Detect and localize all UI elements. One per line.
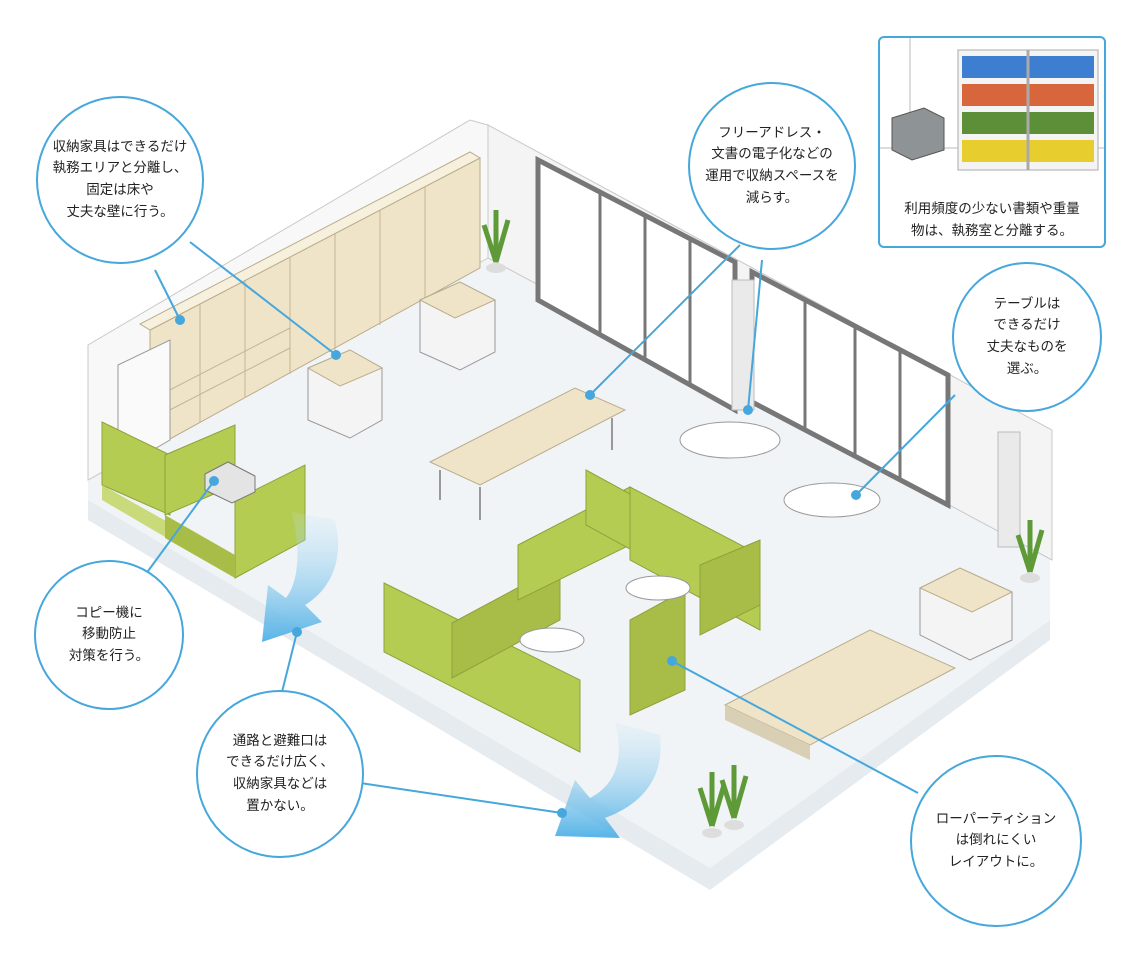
plant-1: [481, 210, 511, 273]
callout-storage: 収納家具はできるだけ 執務エリアと分離し、 固定は床や 丈夫な壁に行う。: [36, 96, 204, 264]
pillar-2: [997, 431, 1021, 548]
copier-area: [101, 421, 306, 579]
plant-3: [697, 772, 727, 838]
archive-illustration: [880, 38, 1104, 171]
evacuation-arrow-2: [555, 722, 661, 838]
callout-table: テーブルは できるだけ 丈夫なものを 選ぶ。: [952, 262, 1102, 412]
evacuation-arrow-1: [262, 512, 339, 642]
small-storage: [306, 281, 497, 439]
leader-lines: [139, 241, 956, 814]
archive-inset: 利用頻度の少ない書類や重量 物は、執務室と分離する。: [878, 36, 1106, 248]
leader-dots: [175, 315, 861, 818]
callout-aisle: 通路と避難口は できるだけ広く、 収納家具などは 置かない。: [196, 690, 364, 858]
plant-2: [1015, 520, 1045, 583]
callout-partition: ローパーティション は倒れにくい レイアウトに。: [910, 755, 1082, 927]
callout-copier: コピー機に 移動防止 対策を行う。: [34, 560, 184, 710]
plant-4: [719, 765, 749, 830]
freeaddress-desk: [428, 387, 627, 520]
safe-icon: [891, 107, 945, 161]
desk-island: [723, 567, 1014, 760]
archive-caption: 利用頻度の少ない書類や重量 物は、執務室と分離する。: [904, 201, 1080, 240]
storage-cabinets: [117, 151, 482, 471]
callout-freeaddress: フリーアドレス・ 文書の電子化などの 運用で収納スペースを 減らす。: [688, 82, 856, 250]
copier: [204, 461, 256, 504]
low-partitions: [383, 469, 761, 753]
